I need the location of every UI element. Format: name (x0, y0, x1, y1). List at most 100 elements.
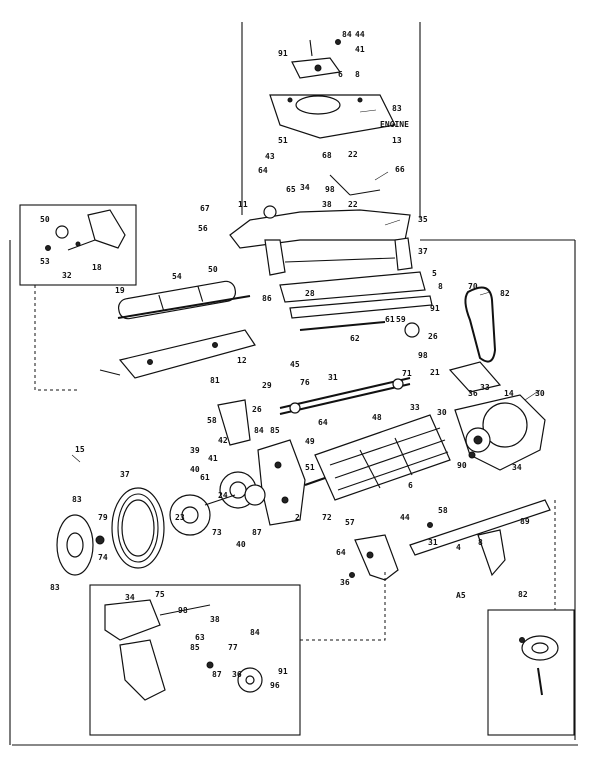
part-callout: 58 (438, 506, 448, 515)
leader-dash-lower-left (300, 570, 386, 641)
part-callout: 21 (430, 368, 440, 377)
part-callout: 50 (208, 265, 218, 274)
part-callout: 41 (355, 45, 365, 54)
part-callout: 76 (300, 378, 310, 387)
part-callout: 8 (438, 282, 443, 291)
part-callout: 45 (290, 360, 300, 369)
part-callout: 86 (262, 294, 272, 303)
part-callout: 39 (190, 446, 200, 455)
part-callout: 28 (305, 289, 315, 298)
part-callout: 61 (385, 315, 395, 324)
part-callout: 33 (480, 383, 490, 392)
part-callout: 53 (40, 257, 50, 266)
part-callout: 66 (395, 165, 405, 174)
engine-callout: 13 (392, 136, 402, 145)
part-callout: 11 (238, 200, 248, 209)
part-callout: 24 (218, 491, 228, 500)
part-callout: 4 (456, 543, 461, 552)
part-callout: 49 (305, 437, 315, 446)
part-callout: 22 (348, 200, 358, 209)
part-callout: 65 (286, 185, 296, 194)
part-callout: 26 (252, 405, 262, 414)
part-callout: 5 (432, 269, 437, 278)
part-callout: 84 (254, 426, 264, 435)
part-callout: 37 (418, 247, 428, 256)
part-callout: 90 (457, 461, 467, 470)
part-callout: 33 (410, 403, 420, 412)
frame-lines (9, 22, 578, 746)
detail-box-upper-left (19, 204, 137, 286)
wheel-tire (111, 487, 165, 569)
part-callout: 98 (418, 351, 428, 360)
part-callout: 6 (408, 481, 413, 490)
part-callout: 51 (278, 136, 288, 145)
part-callout: 56 (198, 224, 208, 233)
handle-bracket-lower-right (409, 499, 551, 577)
part-callout: 23 (175, 513, 185, 522)
part-callout: 82 (500, 289, 510, 298)
label-layer: ENGINE 13 A5 (380, 120, 466, 600)
part-callout: 36 (340, 578, 350, 587)
part-callout: 84 (250, 628, 260, 637)
part-callout: 79 (98, 513, 108, 522)
part-callout: 51 (305, 463, 315, 472)
part-callout: 31 (328, 373, 338, 382)
roller-assembly (117, 280, 251, 320)
part-callout: 87 (212, 670, 222, 679)
part-callout: 74 (98, 553, 108, 562)
part-callout: 36 (468, 389, 478, 398)
part-callout: 32 (62, 271, 72, 280)
leader-lines (71, 109, 541, 463)
gear-housing-right (404, 322, 546, 471)
part-callout: 61 (200, 473, 210, 482)
part-callout: 41 (208, 454, 218, 463)
part-callout: 83 (392, 104, 402, 113)
drive-gears (169, 471, 266, 536)
part-callout: 68 (322, 151, 332, 160)
part-callout: 42 (218, 436, 228, 445)
part-callout: 8 (478, 538, 483, 547)
part-callout: 63 (195, 633, 205, 642)
part-callout: 75 (155, 590, 165, 599)
part-callout: 96 (270, 681, 280, 690)
part-callout: 59 (396, 315, 406, 324)
part-callout: 89 (520, 517, 530, 526)
part-callout: 62 (350, 334, 360, 343)
part-callout: 44 (355, 30, 365, 39)
part-callout: 15 (75, 445, 85, 454)
part-callout: 29 (262, 381, 272, 390)
part-callout: 18 (92, 263, 102, 272)
detail-box-lower-right (487, 609, 575, 736)
part-callout: 8 (355, 70, 360, 79)
part-callout: 83 (72, 495, 82, 504)
part-callout: 19 (115, 286, 125, 295)
part-callout: 14 (504, 389, 514, 398)
part-callout: 48 (372, 413, 382, 422)
part-callout: 73 (212, 528, 222, 537)
part-callout: 64 (336, 548, 346, 557)
part-callout: 70 (468, 282, 478, 291)
part-callout: 38 (322, 200, 332, 209)
part-callout: 85 (190, 643, 200, 652)
drive-belt (464, 286, 497, 363)
part-callout: 43 (265, 152, 275, 161)
engine-mount-plate (269, 39, 396, 139)
part-callout: 30 (437, 408, 447, 417)
part-callout: 35 (418, 215, 428, 224)
part-callout: 72 (322, 513, 332, 522)
part-callout: 84 (342, 30, 352, 39)
part-callout: 37 (120, 470, 130, 479)
part-callout: 34 (512, 463, 522, 472)
part-callout: 64 (258, 166, 268, 175)
cutting-reel (304, 414, 451, 501)
part-callout: 44 (400, 513, 410, 522)
part-callout: 87 (252, 528, 262, 537)
model-tag: A5 (456, 591, 466, 600)
part-callout: 85 (270, 426, 280, 435)
engine-label: ENGINE (380, 120, 409, 129)
part-callout: 91 (278, 667, 288, 676)
clutch-arm (349, 534, 399, 581)
part-callout: 57 (345, 518, 355, 527)
part-callout: 22 (348, 150, 358, 159)
